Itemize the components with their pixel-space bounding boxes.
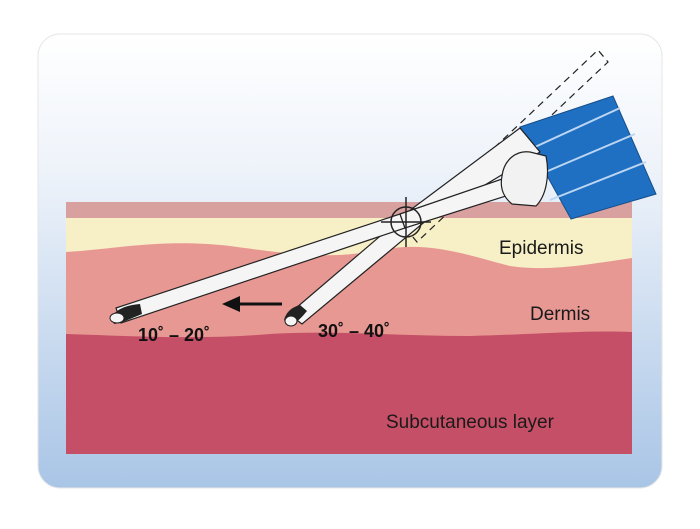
- shallow-angle-label: 10˚ – 20˚: [138, 325, 210, 345]
- syringe-hub: [500, 151, 549, 207]
- syringe-steep-outline: [406, 49, 609, 243]
- skin-cross-section: [66, 202, 632, 454]
- arrow-left-icon: [222, 296, 282, 312]
- crosshair-icon: [381, 197, 431, 247]
- epidermis-label: Epidermis: [499, 238, 583, 259]
- syringe-barrel: [519, 95, 657, 220]
- subcutaneous-layer: [66, 331, 632, 454]
- subcutaneous-label: Subcutaneous layer: [386, 412, 555, 433]
- steep-angle-label: 30˚ – 40˚: [318, 321, 390, 341]
- needle-shallow: [109, 177, 513, 324]
- dermis-label: Dermis: [530, 304, 590, 325]
